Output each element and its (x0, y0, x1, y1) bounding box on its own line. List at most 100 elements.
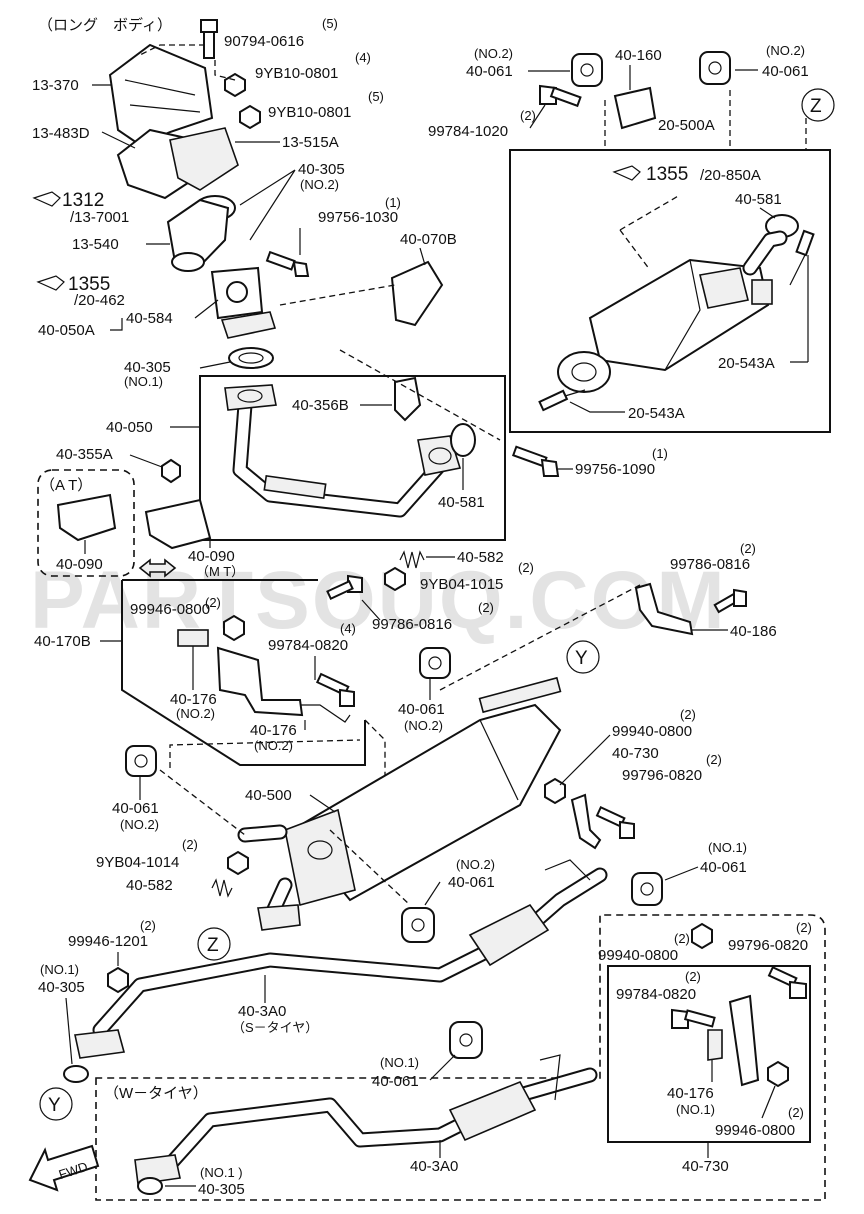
oxygen-sensor-20-543a-a[interactable] (789, 229, 815, 286)
label-9yb04-1015[interactable]: 9YB04-1015 (420, 576, 503, 593)
label-99796-0820-a[interactable]: 99796-0820 (622, 767, 702, 784)
ref-1355-a-num[interactable]: 1355 (68, 274, 110, 295)
label-9yb10-0801-b[interactable]: 9YB10-0801 (268, 104, 351, 121)
label-40-061-e[interactable]: 40-061 (448, 874, 495, 891)
exhaust-manifold-13-515a[interactable] (169, 127, 239, 191)
label-40-355a[interactable]: 40-355A (56, 446, 113, 463)
label-40-090-mt[interactable]: 40-090 (188, 548, 235, 565)
bolt-99756-1090[interactable] (511, 445, 560, 477)
bolt-99786-0816-a[interactable] (326, 574, 363, 601)
bracket-40-090-at[interactable] (56, 493, 117, 542)
label-40-305-c[interactable]: 40-305 (38, 979, 85, 996)
label-40-305-no1[interactable]: 40-305 (124, 359, 171, 376)
rubber-hanger-40-061-c[interactable] (419, 647, 451, 679)
label-40-730-b[interactable]: 40-730 (682, 1158, 729, 1175)
label-40-582-b[interactable]: 40-582 (126, 877, 173, 894)
label-40-176-no2-a[interactable]: 40-176 (170, 691, 217, 708)
label-40-3a0-s[interactable]: 40-3A0 (238, 1003, 286, 1020)
rubber-hanger-40-061-d[interactable] (125, 745, 157, 777)
ref-1312-num[interactable]: 1312 (62, 190, 104, 211)
rubber-hanger-40-061-f[interactable] (631, 872, 663, 906)
label-20-500a[interactable]: 20-500A (658, 117, 715, 134)
label-40-730-a[interactable]: 40-730 (612, 745, 659, 762)
label-40-305-d[interactable]: 40-305 (198, 1181, 245, 1198)
nut-9yb04-1014[interactable] (227, 850, 249, 876)
tail-pipe-40-3a0-w[interactable] (134, 1054, 598, 1185)
label-99946-1201[interactable]: 99946-1201 (68, 933, 148, 950)
nut-99940-0800-b[interactable] (691, 922, 713, 950)
bracket-40-730-b[interactable] (728, 994, 760, 1087)
label-40-356b[interactable]: 40-356B (292, 397, 349, 414)
tail-pipe-40-3a0-s[interactable] (74, 859, 608, 1059)
bolt-99786-0816-right[interactable] (713, 588, 747, 614)
bracket-40-090-mt[interactable] (144, 498, 212, 550)
label-40-050[interactable]: 40-050 (106, 419, 153, 436)
label-40-160[interactable]: 40-160 (615, 47, 662, 64)
label-9yb04-1014[interactable]: 9YB04-1014 (96, 854, 179, 871)
label-40-061-a[interactable]: 40-061 (466, 63, 513, 80)
label-13-540[interactable]: 13-540 (72, 236, 119, 253)
nut-99946-0800-b[interactable] (767, 1060, 789, 1088)
label-9yb10-0801-a[interactable]: 9YB10-0801 (255, 65, 338, 82)
label-13-483d[interactable]: 13-483D (32, 125, 90, 142)
label-99940-0800-a[interactable]: 99940-0800 (612, 723, 692, 740)
bolt-99784-1020[interactable] (539, 84, 582, 108)
label-40-061-f[interactable]: 40-061 (700, 859, 747, 876)
spring-40-582-b[interactable] (211, 878, 233, 898)
label-40-170b[interactable]: 40-170B (34, 633, 91, 650)
label-40-584[interactable]: 40-584 (126, 310, 173, 327)
label-90794-0616[interactable]: 90794-0616 (224, 33, 304, 50)
nut-40-355a[interactable] (161, 458, 181, 484)
label-40-3a0-w[interactable]: 40-3A0 (410, 1158, 458, 1175)
label-40-061-b[interactable]: 40-061 (762, 63, 809, 80)
rubber-hanger-40-061-g[interactable] (449, 1021, 483, 1059)
label-20-543a-b[interactable]: 20-543A (628, 405, 685, 422)
bolt-99784-0820-a[interactable] (315, 672, 355, 707)
label-40-500[interactable]: 40-500 (245, 787, 292, 804)
nut-9yb10-0801-a[interactable] (224, 72, 246, 98)
label-99946-0800-b[interactable]: 99946-0800 (715, 1122, 795, 1139)
nut-9yb04-1015[interactable] (384, 566, 406, 592)
front-pipe-40-050[interactable] (224, 384, 462, 518)
label-13-515a[interactable]: 13-515A (282, 134, 339, 151)
heat-insulator-13-370[interactable] (108, 43, 214, 147)
label-20-543a-a[interactable]: 20-543A (718, 355, 775, 372)
gasket-40-305-c[interactable] (63, 1065, 89, 1083)
ref-1355-20-850a[interactable]: 1355 /20-850A (612, 164, 761, 185)
bracket-40-070b[interactable] (390, 260, 444, 327)
bolt-99756-1030[interactable] (265, 250, 310, 277)
hanger-40-176-no2-a[interactable] (177, 629, 209, 647)
label-40-061-c[interactable]: 40-061 (398, 701, 445, 718)
label-40-061-g[interactable]: 40-061 (372, 1073, 419, 1090)
label-99796-0820-b[interactable]: 99796-0820 (728, 937, 808, 954)
ref-1312[interactable]: 1312 /13-7001 (32, 190, 129, 226)
label-99756-1030[interactable]: 99756-1030 (318, 209, 398, 226)
rubber-hanger-40-061-e[interactable] (401, 907, 435, 943)
label-40-061-d[interactable]: 40-061 (112, 800, 159, 817)
hanger-40-176-no1[interactable] (707, 1029, 723, 1061)
label-40-582-a[interactable]: 40-582 (457, 549, 504, 566)
bolt-99796-0820-b[interactable] (767, 965, 807, 999)
label-99784-0820-a[interactable]: 99784-0820 (268, 637, 348, 654)
bracket-40-730-a[interactable] (570, 793, 602, 850)
label-40-186[interactable]: 40-186 (730, 623, 777, 640)
label-99940-0800-b[interactable]: 99940-0800 (598, 947, 678, 964)
nut-9yb10-0801-b[interactable] (239, 104, 261, 130)
label-99784-0820-b[interactable]: 99784-0820 (616, 986, 696, 1003)
label-40-305-no2[interactable]: 40-305 (298, 161, 345, 178)
oxygen-sensor-20-543a-b[interactable] (538, 389, 586, 412)
nut-99946-0800-a[interactable] (223, 614, 245, 642)
label-40-581-b[interactable]: 40-581 (735, 191, 782, 208)
label-40-050a[interactable]: 40-050A (38, 322, 95, 339)
bolt-90794-0616[interactable] (200, 19, 218, 59)
label-40-090-at[interactable]: 40-090 (56, 556, 103, 573)
bracket-40-160[interactable] (613, 86, 657, 130)
bracket-40-186[interactable] (634, 582, 694, 636)
bracket-40-356b[interactable] (394, 376, 422, 422)
gasket-40-305-no1[interactable] (228, 347, 274, 369)
label-40-176-no1[interactable]: 40-176 (667, 1085, 714, 1102)
label-40-176-no2-b[interactable]: 40-176 (250, 722, 297, 739)
rubber-hanger-40-061-b[interactable] (699, 51, 731, 85)
ref-1355-20-462[interactable]: 1355 /20-462 (36, 274, 125, 309)
catalytic-converter-20-500a[interactable] (557, 230, 788, 393)
